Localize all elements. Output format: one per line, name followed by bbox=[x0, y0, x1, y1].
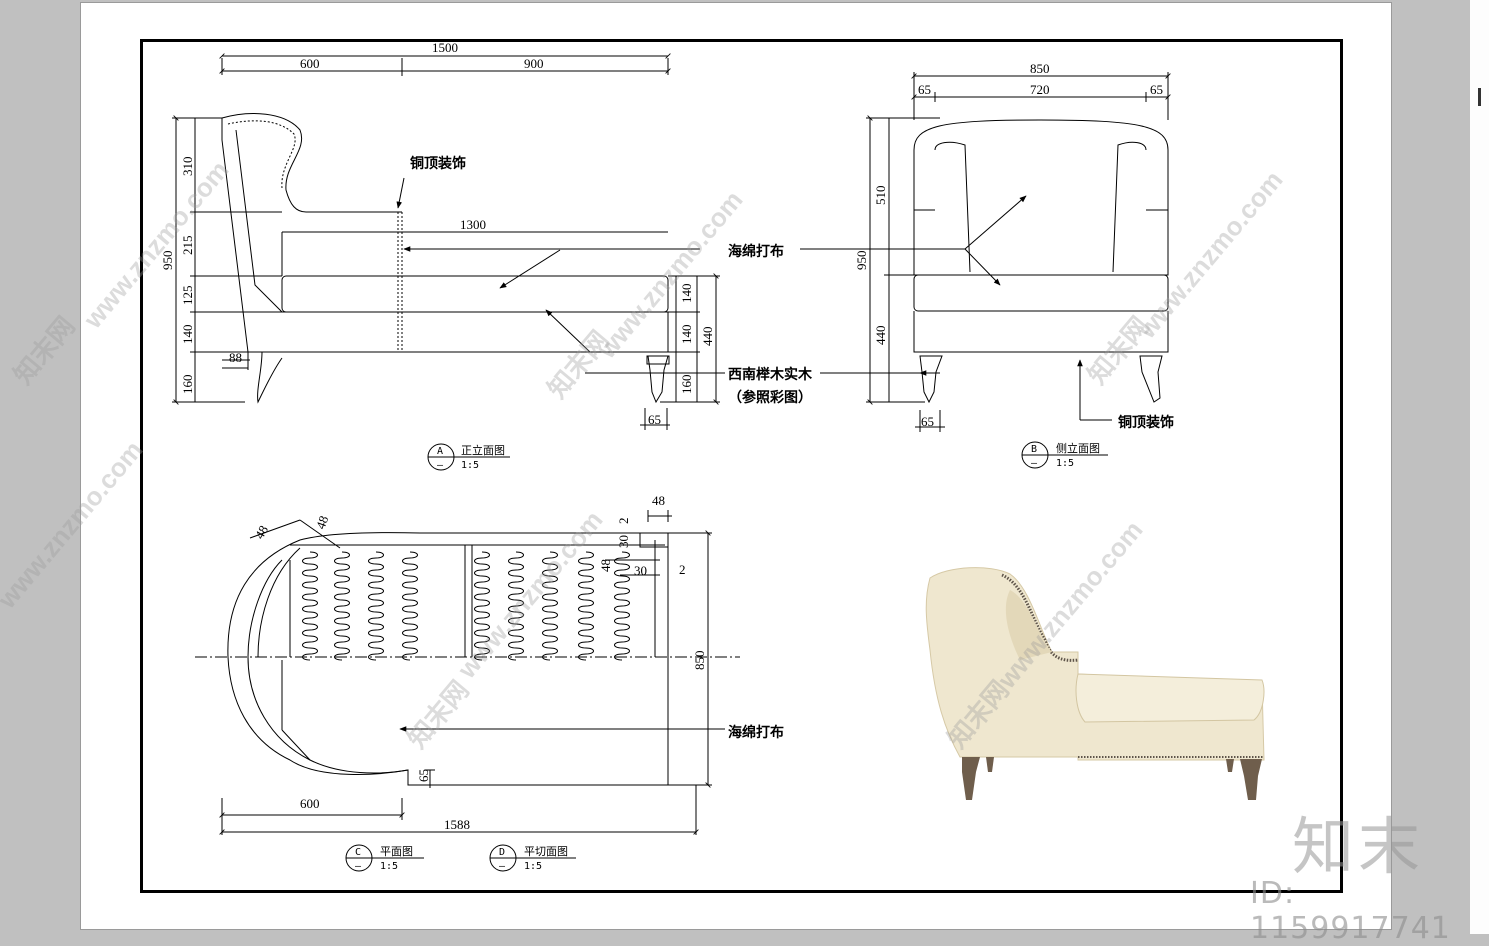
svg-text:知末网: 知末网 bbox=[8, 311, 81, 390]
dim-r160: 160 bbox=[679, 375, 694, 395]
dim-r140b: 140 bbox=[679, 325, 694, 345]
spring-1 bbox=[302, 551, 318, 661]
dim-arm-offset: 88 bbox=[229, 350, 242, 365]
spring-4 bbox=[402, 551, 418, 661]
svg-text:1:5: 1:5 bbox=[461, 460, 479, 471]
svg-text:知末网: 知末网 bbox=[1082, 311, 1155, 390]
callout-sponge-fabric: 海绵打布 bbox=[728, 243, 784, 260]
dim-plan-2b: 2 bbox=[679, 562, 686, 577]
dim-plan-depth: 850 bbox=[692, 651, 707, 671]
dim-back-width: 600 bbox=[300, 56, 320, 71]
svg-text:—: — bbox=[437, 460, 444, 471]
dim-plan-back: 600 bbox=[300, 796, 320, 811]
watermark-id: ID: 1159917741 bbox=[1250, 876, 1451, 946]
caption-section: D — 平切面图 1:5 bbox=[489, 844, 576, 872]
callout-brass-trim: 铜顶装饰 bbox=[410, 155, 466, 172]
dim-r440: 440 bbox=[700, 327, 715, 347]
callout-wood-line2: （参照彩图） bbox=[728, 389, 812, 406]
dim-r140a: 140 bbox=[679, 284, 694, 304]
plan-springs bbox=[302, 551, 630, 661]
dim-side-right: 65 bbox=[1150, 82, 1163, 97]
plan-view bbox=[195, 510, 740, 835]
dim-plan-65: 65 bbox=[416, 769, 431, 782]
dim-seat-length: 1300 bbox=[460, 217, 486, 232]
dim-plan-30b: 30 bbox=[634, 563, 647, 578]
svg-text:平切面图: 平切面图 bbox=[524, 845, 568, 858]
spring-2 bbox=[334, 551, 350, 661]
front-elevation bbox=[172, 53, 725, 430]
svg-text:侧立面图: 侧立面图 bbox=[1056, 441, 1100, 455]
svg-text:www.znzmo.com: www.znzmo.com bbox=[0, 435, 149, 615]
dim-plan-48a: 48 bbox=[252, 523, 271, 542]
dim-plan-2a: 2 bbox=[616, 518, 631, 525]
dim-plan-total: 1588 bbox=[444, 817, 470, 832]
svg-text:知末网: 知末网 bbox=[402, 675, 475, 754]
callout-side-brass-trim: 铜顶装饰 bbox=[1118, 414, 1174, 431]
svg-text:—: — bbox=[1031, 458, 1038, 469]
svg-text:知末网: 知末网 bbox=[542, 325, 615, 404]
spring-6 bbox=[508, 551, 524, 661]
side-elevation bbox=[800, 72, 1171, 432]
dim-total-width: 1500 bbox=[432, 40, 458, 55]
dim-side-h510: 510 bbox=[873, 186, 888, 206]
dim-side-total: 850 bbox=[1030, 61, 1050, 76]
dim-plan-30a: 30 bbox=[616, 535, 631, 548]
dim-side-left: 65 bbox=[918, 82, 931, 97]
svg-text:1:5: 1:5 bbox=[380, 861, 398, 872]
svg-text:—: — bbox=[499, 861, 506, 872]
svg-text:www.znzmo.com: www.znzmo.com bbox=[591, 185, 749, 365]
svg-text:D: D bbox=[499, 847, 505, 858]
svg-text:A: A bbox=[437, 446, 443, 457]
caption-plan: C — 平面图 1:5 bbox=[345, 844, 424, 872]
svg-text:1:5: 1:5 bbox=[524, 861, 542, 872]
spring-5 bbox=[474, 551, 490, 661]
chaise-photo bbox=[925, 567, 1265, 800]
dim-plan-48c: 48 bbox=[652, 493, 665, 508]
dim-side-height: 950 bbox=[854, 251, 869, 271]
svg-text:www.znzmo.com: www.znzmo.com bbox=[1131, 165, 1289, 345]
spring-9 bbox=[614, 551, 630, 661]
svg-text:B: B bbox=[1031, 444, 1037, 455]
sheet-border bbox=[140, 39, 1343, 893]
svg-text:C: C bbox=[355, 847, 361, 858]
dim-h125: 125 bbox=[180, 286, 195, 306]
dim-side-middle: 720 bbox=[1030, 82, 1050, 97]
svg-text:—: — bbox=[355, 861, 362, 872]
svg-text:平面图: 平面图 bbox=[380, 845, 413, 858]
dim-plan-48b: 48 bbox=[313, 514, 332, 531]
spring-3 bbox=[368, 551, 384, 661]
watermark-logo: 知末 bbox=[1292, 810, 1425, 883]
dim-leg-width: 65 bbox=[648, 412, 661, 427]
spring-7 bbox=[542, 551, 558, 661]
dim-h140: 140 bbox=[180, 325, 195, 345]
svg-text:1:5: 1:5 bbox=[1056, 458, 1074, 469]
dim-h215: 215 bbox=[180, 236, 195, 256]
svg-text:www.znzmo.com: www.znzmo.com bbox=[77, 155, 235, 335]
dim-seat-width: 900 bbox=[524, 56, 544, 71]
dim-plan-48d: 48 bbox=[598, 559, 613, 572]
caption-side: B — 侧立面图 1:5 bbox=[1021, 441, 1108, 469]
drawing-page bbox=[80, 2, 1392, 930]
callout-wood-line1: 西南榉木实木 bbox=[728, 366, 813, 383]
dim-side-leg: 65 bbox=[921, 414, 934, 429]
dim-front-height: 950 bbox=[160, 251, 175, 271]
svg-text:正立面图: 正立面图 bbox=[461, 443, 505, 457]
callout-plan-sponge-fabric: 海绵打布 bbox=[728, 724, 784, 741]
dim-h160: 160 bbox=[180, 375, 195, 395]
dim-side-h440: 440 bbox=[873, 326, 888, 346]
svg-text:www.znzmo.com: www.znzmo.com bbox=[451, 505, 609, 685]
spring-8 bbox=[578, 551, 594, 661]
scrollbar-track[interactable] bbox=[1470, 0, 1489, 934]
caption-front: A — 正立面图 1:5 bbox=[427, 443, 510, 471]
dim-h310: 310 bbox=[180, 157, 195, 177]
scrollbar-handle[interactable] bbox=[1478, 88, 1481, 106]
